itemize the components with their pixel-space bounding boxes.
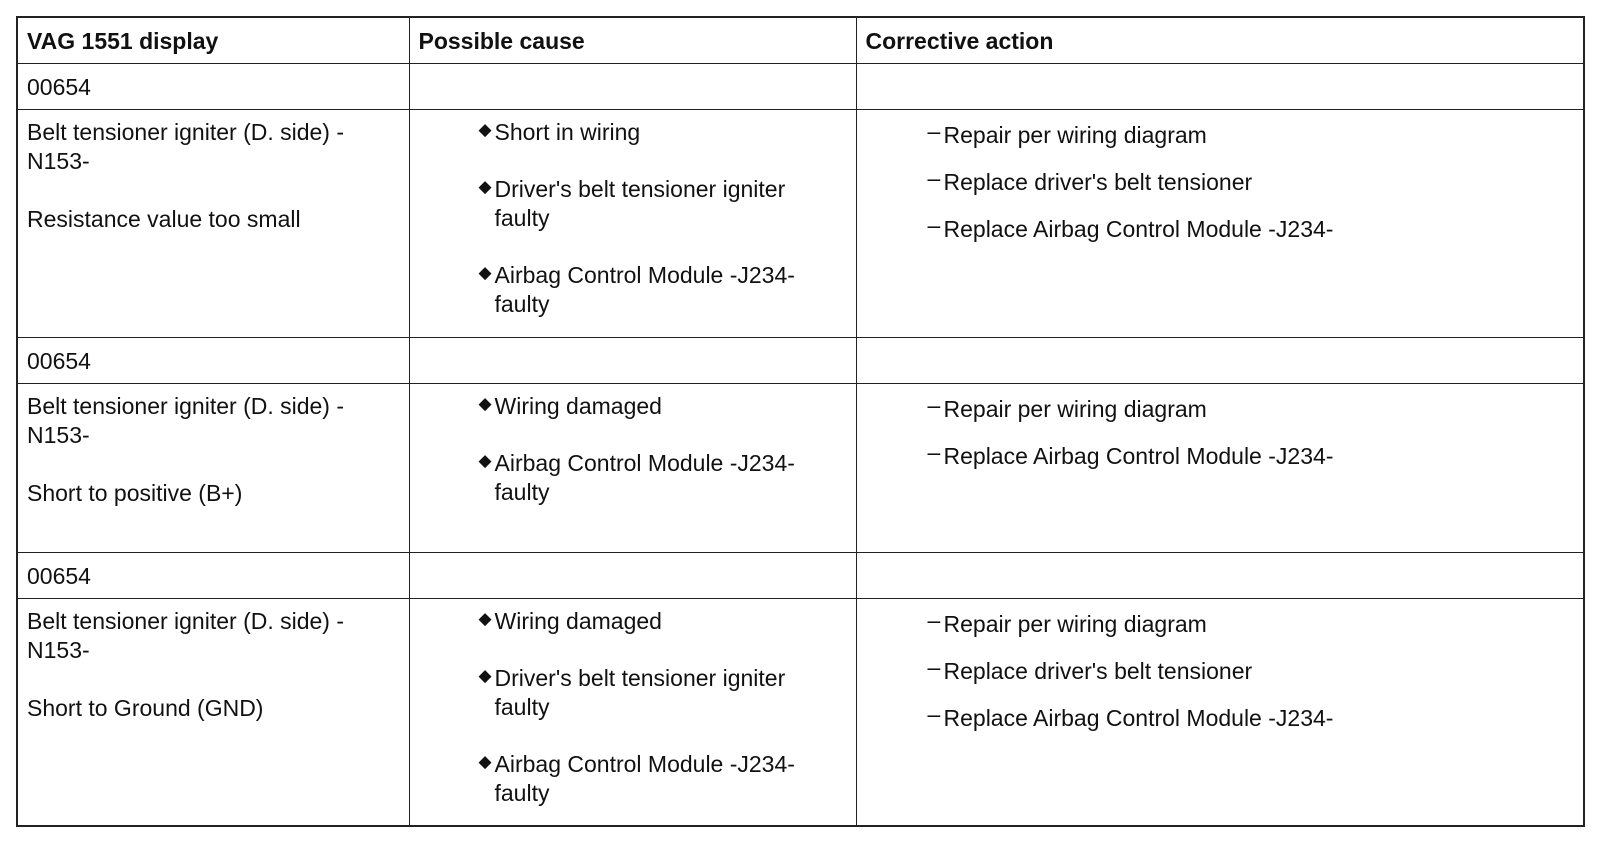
- dash-bullet-icon: –: [927, 607, 941, 633]
- component-id: N153-: [27, 637, 90, 663]
- diamond-bullet-icon: ◆: [478, 177, 492, 196]
- component-name: Belt tensioner igniter (D. side) -: [27, 608, 345, 634]
- list-item: –Repair per wiring diagram: [927, 118, 1207, 148]
- component-name: Belt tensioner igniter (D. side) -: [27, 119, 345, 145]
- list-item: –Replace driver's belt tensioner: [927, 165, 1253, 195]
- component-name: Belt tensioner igniter (D. side) -: [27, 393, 345, 419]
- fault-code-row: 00654: [16, 63, 1585, 110]
- component-id: N153-: [27, 422, 90, 448]
- dash-bullet-icon: –: [927, 701, 941, 727]
- list-item: ◆Airbag Control Module -J234- faulty: [479, 449, 847, 507]
- dash-bullet-icon: –: [927, 212, 941, 238]
- fault-code: 00654: [16, 552, 410, 599]
- fault-code-row: 00654: [16, 552, 1585, 599]
- table-header: VAG 1551 display Possible cause Correcti…: [16, 16, 1585, 64]
- list-item: ◆Airbag Control Module -J234- faulty: [479, 750, 847, 808]
- fault-detail-row: Belt tensioner igniter (D. side) - N153-…: [16, 383, 1585, 553]
- fault-table: VAG 1551 display Possible cause Correcti…: [16, 16, 1585, 827]
- list-item: –Replace driver's belt tensioner: [927, 654, 1253, 684]
- empty-cell: [408, 63, 857, 110]
- fault-detail-row: Belt tensioner igniter (D. side) - N153-…: [16, 598, 1585, 827]
- list-item: ◆Wiring damaged: [479, 392, 847, 421]
- fault-code: 00654: [16, 337, 410, 384]
- diamond-bullet-icon: ◆: [478, 451, 492, 470]
- diamond-bullet-icon: ◆: [478, 609, 492, 628]
- fault-type: Resistance value too small: [27, 206, 301, 232]
- possible-cause-cell: ◆Wiring damaged ◆Airbag Control Module -…: [408, 383, 857, 553]
- component-id: N153-: [27, 148, 90, 174]
- display-text-cell: Belt tensioner igniter (D. side) - N153-…: [16, 598, 410, 827]
- fault-code-row: 00654: [16, 337, 1585, 384]
- empty-cell: [855, 552, 1585, 599]
- list-item: –Replace Airbag Control Module -J234-: [927, 439, 1334, 469]
- display-text-cell: Belt tensioner igniter (D. side) - N153-…: [16, 109, 410, 338]
- list-item: –Replace Airbag Control Module -J234-: [927, 212, 1334, 242]
- list-item: –Repair per wiring diagram: [927, 392, 1207, 422]
- fault-detail-row: Belt tensioner igniter (D. side) - N153-…: [16, 109, 1585, 338]
- header-possible-cause: Possible cause: [408, 16, 857, 64]
- list-item: ◆Driver's belt tensioner igniter faulty: [479, 175, 847, 233]
- list-item: ◆Short in wiring: [479, 118, 847, 147]
- corrective-action-cell: –Repair per wiring diagram –Replace driv…: [855, 109, 1585, 338]
- dash-bullet-icon: –: [927, 392, 941, 418]
- display-text-cell: Belt tensioner igniter (D. side) - N153-…: [16, 383, 410, 553]
- dash-bullet-icon: –: [927, 654, 941, 680]
- empty-cell: [408, 337, 857, 384]
- possible-cause-cell: ◆Wiring damaged ◆Driver's belt tensioner…: [408, 598, 857, 827]
- corrective-action-cell: –Repair per wiring diagram –Replace driv…: [855, 598, 1585, 827]
- fault-type: Short to positive (B+): [27, 480, 243, 506]
- list-item: –Replace Airbag Control Module -J234-: [927, 701, 1334, 731]
- fault-type: Short to Ground (GND): [27, 695, 264, 721]
- dash-bullet-icon: –: [927, 165, 941, 191]
- list-item: –Repair per wiring diagram: [927, 607, 1207, 637]
- dash-bullet-icon: –: [927, 439, 941, 465]
- list-item: ◆Driver's belt tensioner igniter faulty: [479, 664, 847, 722]
- fault-code: 00654: [16, 63, 410, 110]
- list-item: ◆Airbag Control Module -J234- faulty: [479, 261, 847, 319]
- empty-cell: [408, 552, 857, 599]
- diamond-bullet-icon: ◆: [478, 263, 492, 282]
- empty-cell: [855, 337, 1585, 384]
- header-corrective-action: Corrective action: [855, 16, 1585, 64]
- diamond-bullet-icon: ◆: [478, 120, 492, 139]
- diamond-bullet-icon: ◆: [478, 666, 492, 685]
- corrective-action-cell: –Repair per wiring diagram –Replace Airb…: [855, 383, 1585, 553]
- header-vag-display: VAG 1551 display: [16, 16, 410, 64]
- diamond-bullet-icon: ◆: [478, 394, 492, 413]
- dash-bullet-icon: –: [927, 118, 941, 144]
- diamond-bullet-icon: ◆: [478, 752, 492, 771]
- list-item: ◆Wiring damaged: [479, 607, 847, 636]
- empty-cell: [855, 63, 1585, 110]
- possible-cause-cell: ◆Short in wiring ◆Driver's belt tensione…: [408, 109, 857, 338]
